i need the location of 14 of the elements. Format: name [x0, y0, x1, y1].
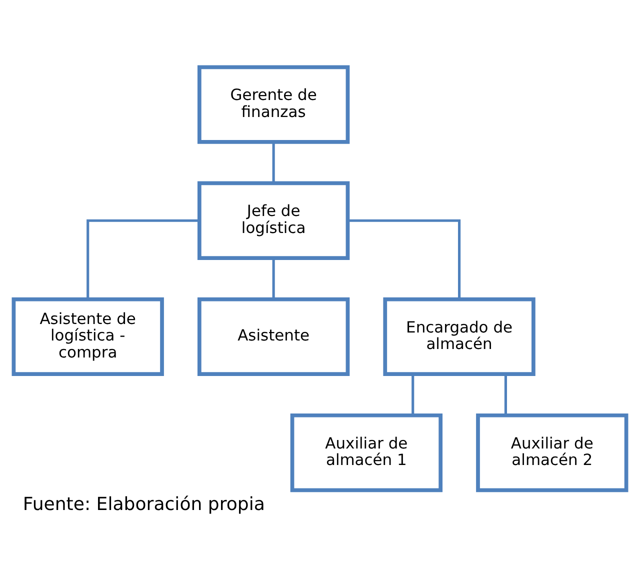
node-box: Jefe de logística [197, 180, 350, 260]
connector [348, 218, 461, 298]
connector [412, 374, 414, 415]
node-box: Auxiliar de almacén 2 [476, 412, 628, 492]
node-box: Encargado de almacén [383, 296, 536, 376]
connector [504, 374, 507, 415]
caption: Fuente: Elaboración propia [22, 493, 265, 514]
connector [272, 258, 275, 298]
node-box: Asistente [197, 296, 350, 376]
node-box: Gerente de finanzas [197, 64, 350, 144]
connector [272, 142, 275, 182]
connector [86, 218, 200, 298]
node-box: Asistente de logística - compra [12, 296, 164, 376]
node-box: Auxiliar de almacén 1 [290, 412, 443, 492]
